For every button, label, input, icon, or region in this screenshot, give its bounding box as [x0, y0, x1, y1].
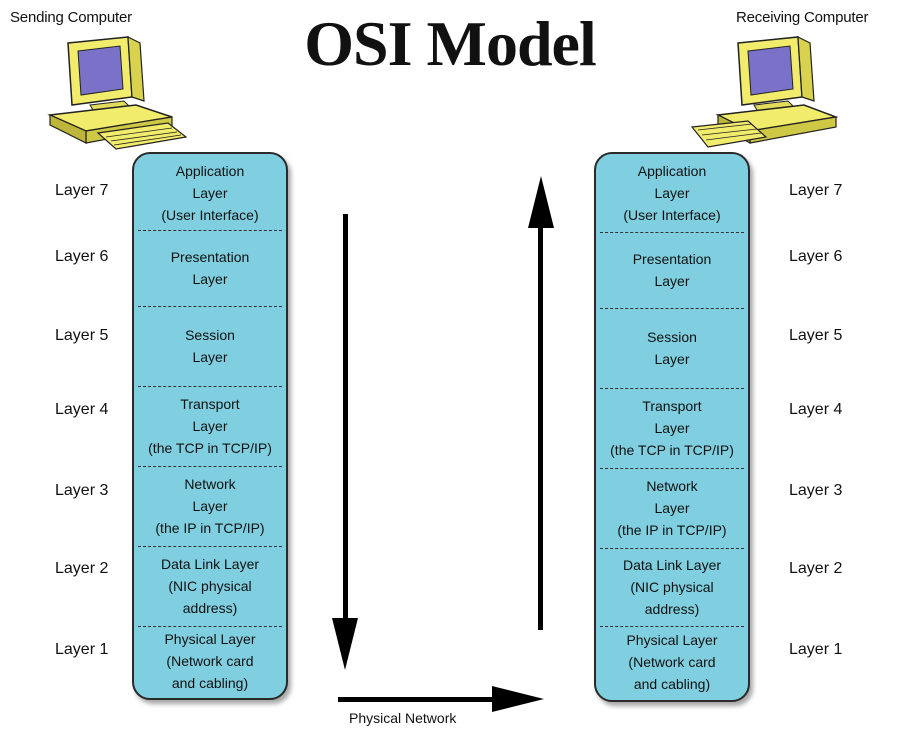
layer-divider	[600, 468, 744, 469]
layer-divider	[138, 466, 282, 467]
receiving-computer-icon	[690, 35, 838, 148]
sending-physical-layer: Physical Layer (Network card and cabling…	[164, 631, 256, 691]
right-layer-5-label: Layer 5	[789, 327, 843, 344]
right-layer-6-label: Layer 6	[789, 248, 843, 265]
layer-divider	[600, 548, 744, 549]
receiving-application-layer: Application Layer (User Interface)	[623, 163, 721, 223]
layer-divider	[600, 308, 744, 309]
up-arrow	[528, 176, 554, 630]
sending-session-layer: Session Layer	[185, 327, 235, 365]
layer-divider	[138, 626, 282, 627]
left-layer-2-label: Layer 2	[55, 560, 109, 577]
sending-transport-layer: Transport Layer (the TCP in TCP/IP)	[148, 396, 272, 456]
right-layer-4-label: Layer 4	[789, 401, 843, 418]
page-title: OSI Model	[304, 8, 596, 79]
sending-presentation-layer: Presentation Layer	[170, 249, 250, 287]
left-layer-4-label: Layer 4	[55, 401, 109, 418]
physical-network-label: Physical Network	[349, 710, 457, 726]
receiving-computer-caption: Receiving Computer	[736, 9, 869, 26]
receiving-network-layer: Network Layer (the IP in TCP/IP)	[617, 478, 727, 538]
left-layer-3-label: Layer 3	[55, 482, 109, 499]
receiving-physical-layer: Physical Layer (Network card and cabling…	[626, 632, 718, 692]
layer-divider	[600, 232, 744, 233]
physical-network-arrow	[338, 686, 544, 712]
left-layer-7-label: Layer 7	[55, 182, 109, 199]
receiving-data-link-layer: Data Link Layer (NIC physical address)	[622, 557, 722, 617]
right-layer-3-label: Layer 3	[789, 482, 843, 499]
left-layer-1-label: Layer 1	[55, 641, 109, 658]
receiving-layer-stack: Application Layer (User Interface) Prese…	[594, 152, 750, 702]
layer-divider	[138, 546, 282, 547]
sending-computer-icon	[47, 35, 188, 150]
down-arrow	[332, 214, 358, 670]
right-layer-7-label: Layer 7	[789, 182, 843, 199]
sending-computer-caption: Sending Computer	[10, 9, 132, 26]
receiving-presentation-layer: Presentation Layer	[632, 251, 712, 289]
layer-divider	[138, 386, 282, 387]
right-layer-2-label: Layer 2	[789, 560, 843, 577]
left-layer-5-label: Layer 5	[55, 327, 109, 344]
sending-layer-stack: Application Layer (User Interface) Prese…	[132, 152, 288, 700]
sending-network-layer: Network Layer (the IP in TCP/IP)	[155, 476, 265, 536]
layer-divider	[600, 388, 744, 389]
left-layer-6-label: Layer 6	[55, 248, 109, 265]
layer-divider	[600, 626, 744, 627]
receiving-session-layer: Session Layer	[647, 329, 697, 367]
layer-divider	[138, 230, 282, 231]
receiving-transport-layer: Transport Layer (the TCP in TCP/IP)	[610, 398, 734, 458]
sending-data-link-layer: Data Link Layer (NIC physical address)	[160, 556, 260, 616]
sending-application-layer: Application Layer (User Interface)	[161, 163, 259, 223]
right-layer-1-label: Layer 1	[789, 641, 843, 658]
layer-divider	[138, 306, 282, 307]
